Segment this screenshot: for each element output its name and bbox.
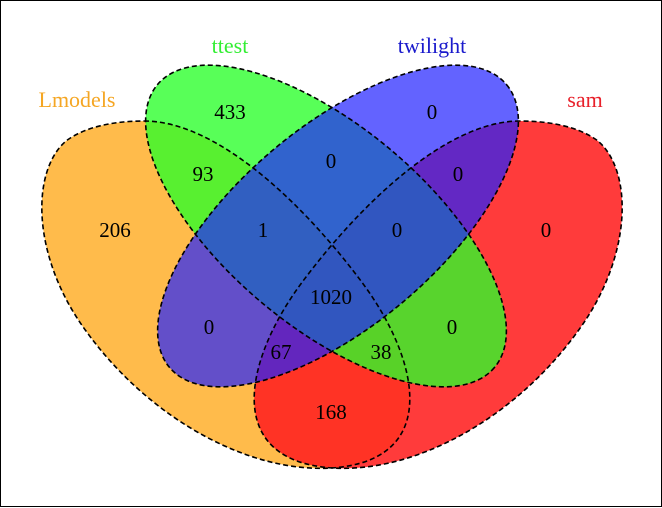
region-counts: 206 433 0 0 93 0 0 0 0 1 0 1020 67 38 16…: [99, 100, 551, 424]
count-twilight-sam: 0: [453, 162, 464, 186]
set-label-sam: sam: [567, 87, 602, 112]
count-lmodels-twilight: 0: [204, 315, 215, 339]
count-lmodels-ttest-twilight: 1: [258, 218, 269, 242]
count-twilight-only: 0: [427, 100, 438, 124]
set-shape-twilight: [157, 65, 519, 387]
outline-twilight: [156, 64, 520, 388]
set-label-lmodels: Lmodels: [39, 87, 116, 112]
set-label-twilight: twilight: [398, 33, 466, 58]
count-sam-only: 0: [541, 218, 552, 242]
count-ttest-twilight-sam: 0: [392, 218, 403, 242]
count-lmodels-ttest-sam: 38: [371, 340, 392, 364]
outline-ttest: [144, 64, 508, 388]
count-ttest-twilight: 0: [326, 149, 337, 173]
set-label-ttest: ttest: [212, 33, 249, 58]
set-shapes: [41, 65, 623, 469]
count-lmodels-sam: 168: [315, 400, 347, 424]
outline-sam: [253, 120, 623, 470]
count-lmodels-ttest: 93: [193, 162, 214, 186]
count-ttest-only: 433: [214, 100, 246, 124]
count-ttest-sam: 0: [447, 315, 458, 339]
outline-lmodels: [41, 120, 411, 470]
set-outlines: [41, 64, 623, 470]
count-lmodels-only: 206: [99, 218, 131, 242]
set-labels: Lmodels ttest twilight sam: [39, 33, 603, 112]
count-all-four: 1020: [310, 285, 352, 309]
count-lmodels-twilight-sam: 67: [271, 340, 292, 364]
